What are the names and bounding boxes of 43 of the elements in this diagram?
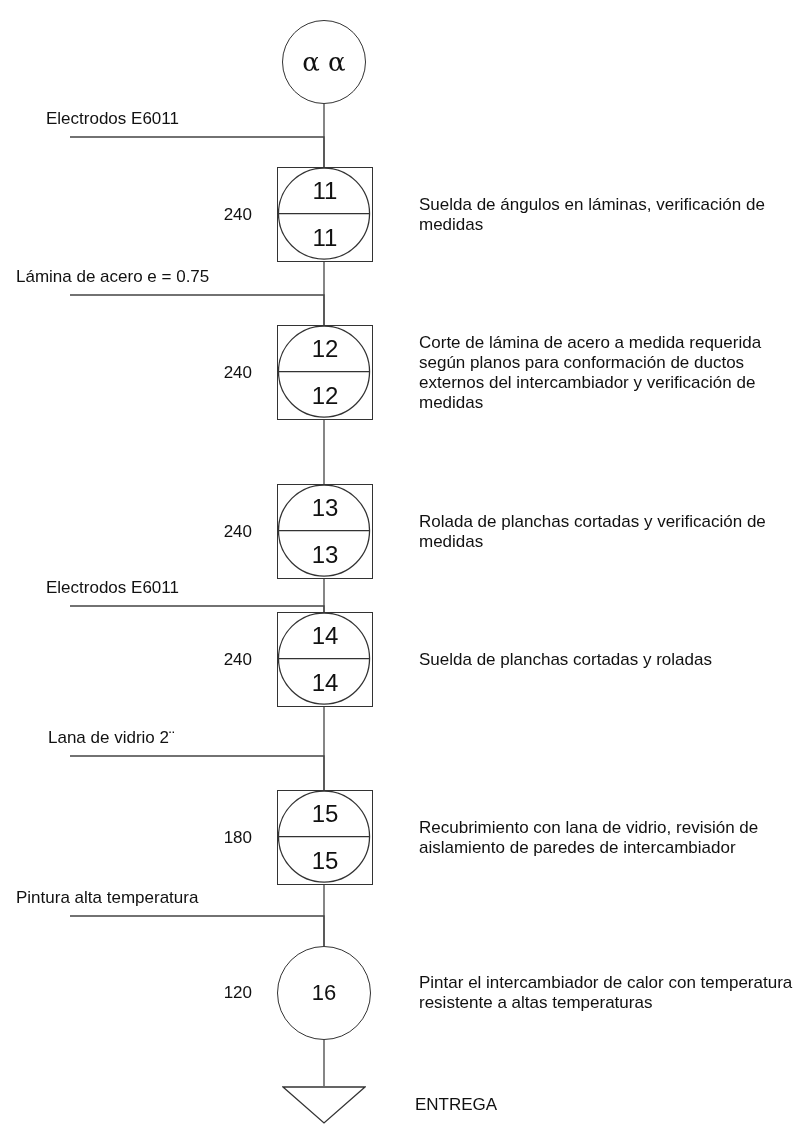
operation-inspection-symbol: [277, 484, 373, 579]
step-description: Corte de lámina de acero a medida requerida según planos para conformación de ductos externos del intercambiador y verificación de medidas: [419, 332, 763, 413]
step-number: 16: [311, 980, 337, 1006]
flow-line: [69, 605, 325, 613]
flow-line: [69, 915, 325, 947]
material-label: Lana de vidrio 2¨: [48, 728, 175, 756]
step-number: 15: [311, 800, 339, 829]
step-description: Suelda de ángulos en láminas, verificación de medidas: [419, 194, 766, 235]
time-label: 240: [222, 649, 252, 670]
flow-line: [69, 294, 325, 326]
time-label: 180: [222, 827, 252, 848]
step-number: 13: [311, 540, 339, 569]
step-number: 15: [311, 846, 339, 875]
operation-inspection-symbol: [277, 790, 373, 885]
flow-line: [69, 136, 325, 168]
time-label: 240: [222, 204, 252, 225]
material-label: Electrodos E6011: [46, 578, 179, 606]
step-number: 13: [311, 494, 339, 523]
flow-line: [323, 1039, 325, 1087]
time-label: 120: [222, 983, 252, 1003]
operation-inspection-symbol: [277, 325, 373, 420]
material-label: Electrodos E6011: [46, 109, 179, 137]
step-number: 11: [312, 223, 338, 252]
step-number: 12: [311, 335, 339, 364]
step-number: 11: [312, 177, 338, 206]
step-description: Pintar el intercambiador de calor con temperatura resistente a altas temperaturas: [419, 973, 794, 1013]
step-number: 12: [311, 381, 339, 410]
material-label: Lámina de acero e = 0.75: [16, 267, 210, 295]
flow-line: [323, 419, 325, 485]
step-description: Recubrimiento con lana de vidrio, revisión de aislamiento de paredes de intercambiador: [419, 817, 760, 858]
operation-inspection-symbol: [277, 612, 373, 707]
step-description: Rolada de planchas cortadas y verificación de medidas: [419, 511, 767, 552]
step-label: ENTREGA: [415, 1095, 498, 1115]
time-label: 240: [222, 521, 252, 542]
material-label: Pintura alta temperatura: [16, 888, 199, 916]
flow-line: [69, 755, 325, 791]
step-number: 14: [311, 668, 339, 697]
step-description: Suelda de planchas cortadas y roladas: [419, 649, 713, 670]
operation-inspection-symbol: [277, 167, 373, 262]
time-label: 240: [222, 362, 252, 383]
connector-label: α α: [302, 47, 346, 77]
step-number: 14: [311, 622, 339, 651]
storage-triangle: [282, 1086, 366, 1124]
